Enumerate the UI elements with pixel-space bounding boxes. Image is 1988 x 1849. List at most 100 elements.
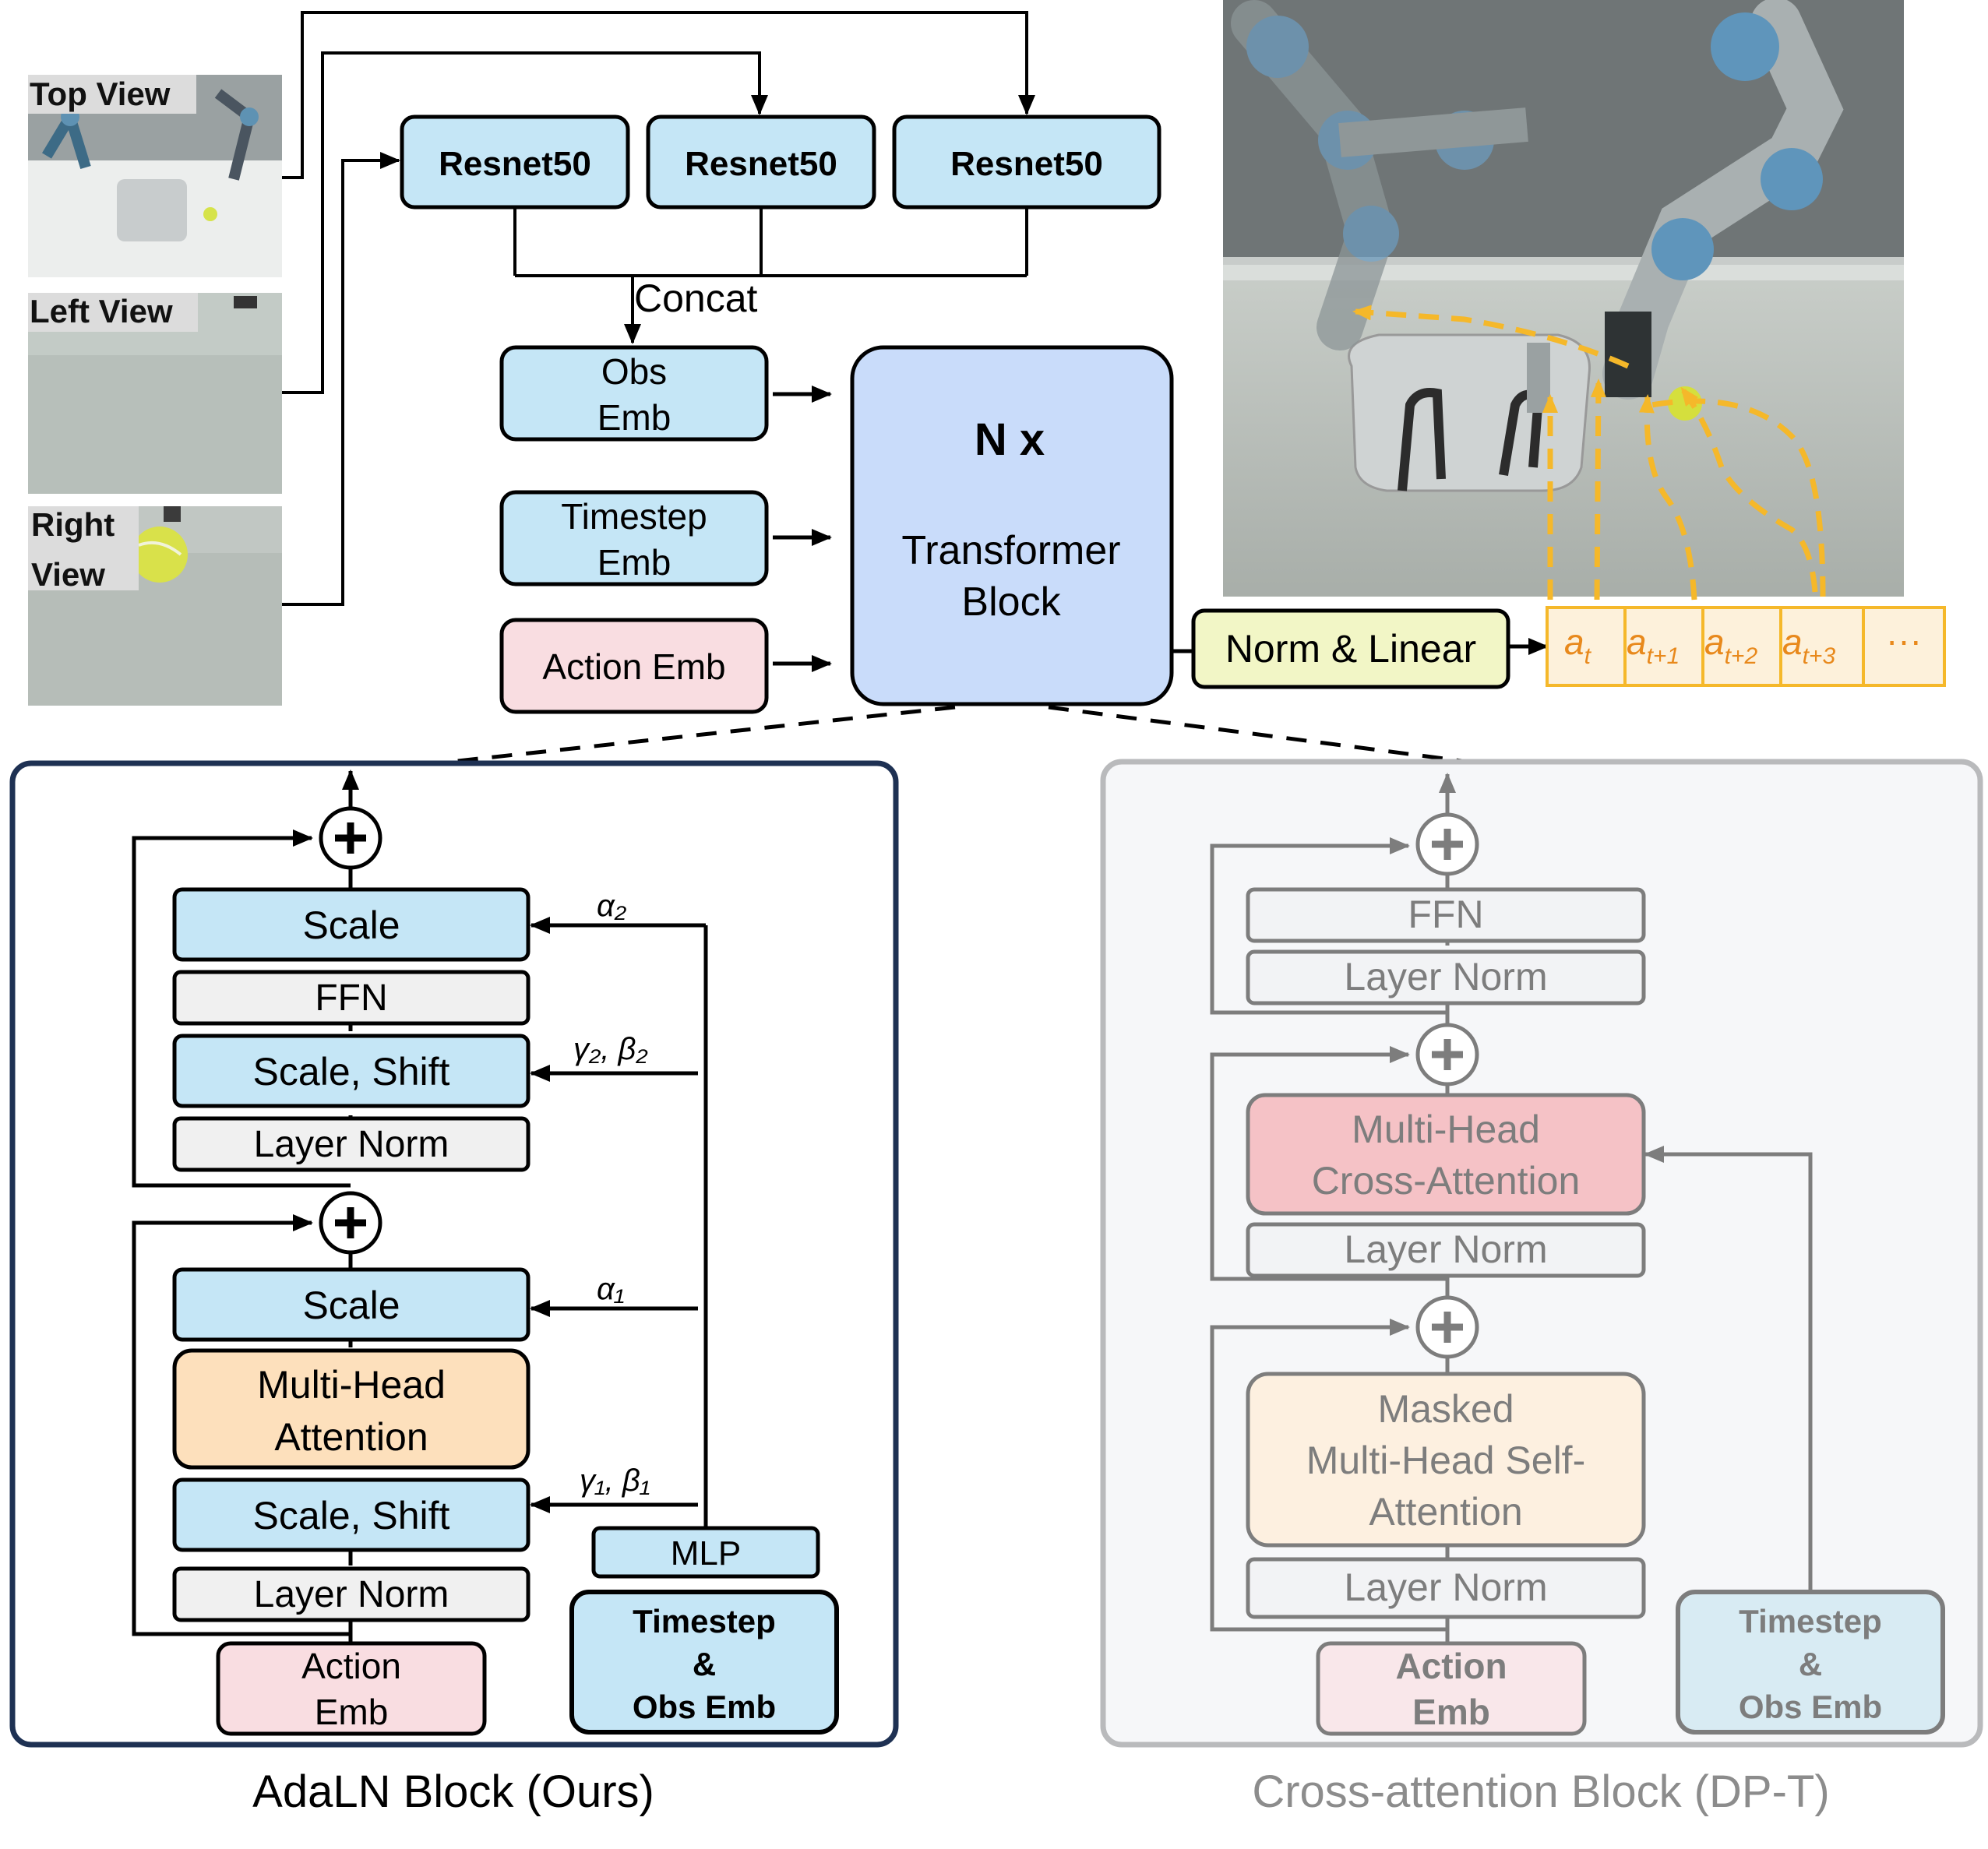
cross-layer-norm-1 bbox=[1246, 949, 1646, 1006]
action-token-ellipsis: ··· bbox=[1886, 620, 1922, 660]
emb-to-transformer-arrows bbox=[773, 386, 832, 672]
adaln-block: Scale FFN Scale, Shift Layer Norm Scale … bbox=[9, 760, 899, 1748]
action-token-more bbox=[1862, 606, 1946, 687]
right-view-label-2: View bbox=[31, 556, 105, 593]
cross-attn-label-2: Cross-Attention bbox=[1312, 1159, 1581, 1203]
cross-layer-norm-3 bbox=[1246, 1557, 1646, 1619]
adaln-scale-shift-top bbox=[172, 1034, 530, 1108]
adaln-condition bbox=[569, 1590, 839, 1735]
adaln-condition-label-1: Timestep bbox=[633, 1603, 776, 1639]
adaln-ffn-label: FFN bbox=[315, 977, 387, 1019]
cross-layer-norm-2 bbox=[1246, 1222, 1646, 1278]
left-view-label: Left View bbox=[30, 293, 173, 329]
adaln-layer-norm-bottom bbox=[172, 1566, 530, 1622]
cross-layer-norm-2-label: Layer Norm bbox=[1344, 1227, 1547, 1271]
concat-label: Concat bbox=[634, 276, 758, 320]
action-token-1 bbox=[1623, 606, 1704, 687]
action-token-0 bbox=[1546, 606, 1627, 687]
cross-ffn bbox=[1246, 887, 1646, 943]
robot-scene-image bbox=[1223, 0, 1904, 600]
norm-linear-box: Norm & Linear bbox=[1191, 608, 1510, 689]
timestep-emb-label-1: Timestep bbox=[561, 496, 707, 537]
adaln-multi-head-attention bbox=[172, 1348, 530, 1470]
cross-caption: Cross-attention Block (DP-T) bbox=[1252, 1766, 1829, 1817]
adaln-mha-label-1: Multi-Head bbox=[257, 1363, 446, 1407]
adaln-caption: AdaLN Block (Ours) bbox=[252, 1766, 654, 1817]
adaln-layer-norm-top-label: Layer Norm bbox=[254, 1124, 449, 1165]
cross-condition-label-3: Obs Emb bbox=[1739, 1689, 1882, 1725]
transformer-label-1: Transformer bbox=[901, 528, 1120, 573]
top-view-label: Top View bbox=[30, 76, 171, 112]
resnet-encoder-3: Resnet50 bbox=[892, 114, 1161, 210]
action-token-3 bbox=[1779, 606, 1865, 687]
transformer-repeat-label: N x bbox=[975, 414, 1045, 465]
adaln-alpha1: α₁ bbox=[597, 1272, 624, 1306]
resnet-label-3: Resnet50 bbox=[950, 145, 1103, 183]
action-emb-label: Action Emb bbox=[542, 646, 725, 687]
action-tokens: at at+1 at+2 at+3 ··· bbox=[1546, 606, 1946, 687]
transformer-block: N x Transformer Block bbox=[850, 345, 1174, 706]
right-view-label-bg bbox=[28, 506, 139, 590]
adaln-scale-shift-bottom-label: Scale, Shift bbox=[253, 1494, 450, 1537]
cross-add-2 bbox=[1415, 1023, 1479, 1087]
adaln-mha-label-2: Attention bbox=[274, 1415, 428, 1459]
cross-masked-label-1: Masked bbox=[1377, 1387, 1514, 1431]
adaln-add-top bbox=[319, 806, 382, 870]
resnet-label-2: Resnet50 bbox=[685, 145, 837, 183]
obs-emb-label-1: Obs bbox=[601, 351, 667, 392]
adaln-action-emb-label-1: Action bbox=[301, 1646, 401, 1686]
obs-emb-label-2: Emb bbox=[597, 397, 671, 438]
action-token-3-label: at+3 bbox=[1782, 622, 1835, 669]
cross-add-3 bbox=[1415, 1295, 1479, 1359]
cross-attention-block: FFN Layer Norm Multi-Head Cross-Attentio… bbox=[1100, 759, 1983, 1748]
right-view-label-1: Right bbox=[31, 506, 115, 543]
cross-condition-label-2: & bbox=[1799, 1646, 1822, 1682]
adaln-alpha2: α₂ bbox=[597, 889, 626, 923]
adaln-layer-norm-bottom-label: Layer Norm bbox=[254, 1574, 449, 1615]
left-view-label-bg bbox=[28, 293, 198, 332]
action-token-1-label: at+1 bbox=[1627, 622, 1680, 669]
resnet-encoder-1: Resnet50 bbox=[400, 114, 630, 210]
zoom-dashed-lines bbox=[449, 705, 1481, 766]
cross-masked-label-2: Multi-Head Self- bbox=[1306, 1439, 1585, 1482]
cross-ffn-label: FFN bbox=[1408, 893, 1483, 936]
norm-linear-label: Norm & Linear bbox=[1225, 627, 1476, 671]
adaln-ffn bbox=[172, 970, 530, 1026]
cross-multi-head-cross-attention bbox=[1246, 1093, 1646, 1216]
cross-layer-norm-1-label: Layer Norm bbox=[1344, 955, 1547, 998]
cross-action-emb bbox=[1316, 1641, 1587, 1736]
timestep-emb-label-2: Emb bbox=[597, 542, 671, 583]
adaln-gamma2-beta2: γ₂, β₂ bbox=[573, 1032, 648, 1066]
cross-action-emb-label-2: Emb bbox=[1412, 1692, 1490, 1732]
adaln-mlp-label: MLP bbox=[671, 1534, 741, 1573]
action-emb-box: Action Emb bbox=[499, 618, 769, 714]
cross-layer-norm-3-label: Layer Norm bbox=[1344, 1565, 1547, 1609]
adaln-condition-label-3: Obs Emb bbox=[633, 1689, 776, 1725]
adaln-scale-top-label: Scale bbox=[302, 903, 400, 947]
adaln-condition-label-2: & bbox=[693, 1646, 716, 1682]
concat-connector bbox=[513, 207, 1028, 344]
action-token-2-label: at+2 bbox=[1704, 622, 1757, 669]
obs-emb-box: Obs Emb bbox=[499, 345, 769, 442]
adaln-gamma1-beta1: γ₁, β₁ bbox=[580, 1463, 650, 1498]
adaln-action-emb bbox=[216, 1641, 487, 1736]
adaln-scale-bottom-label: Scale bbox=[302, 1284, 400, 1327]
cross-masked-self-attention bbox=[1246, 1372, 1646, 1548]
cross-action-emb-label-1: Action bbox=[1395, 1646, 1507, 1686]
top-view-label-bg bbox=[28, 75, 196, 114]
adaln-layer-norm-top bbox=[172, 1116, 530, 1172]
adaln-scale-shift-top-label: Scale, Shift bbox=[253, 1050, 450, 1094]
transformer-label-2: Block bbox=[961, 579, 1061, 625]
view-to-encoder-connectors bbox=[282, 11, 1035, 606]
adaln-scale-shift-bottom bbox=[172, 1477, 530, 1552]
adaln-add-bottom bbox=[319, 1191, 382, 1255]
adaln-action-emb-label-2: Emb bbox=[315, 1692, 389, 1732]
resnet-label-1: Resnet50 bbox=[439, 145, 591, 183]
action-token-0-label: at bbox=[1564, 622, 1592, 669]
cross-masked-label-3: Attention bbox=[1369, 1490, 1522, 1534]
adaln-scale-bottom bbox=[172, 1267, 530, 1342]
adaln-scale-top bbox=[172, 887, 530, 962]
cross-condition bbox=[1676, 1590, 1945, 1735]
cross-attn-label-1: Multi-Head bbox=[1352, 1108, 1540, 1151]
cross-condition-label-1: Timestep bbox=[1739, 1603, 1882, 1639]
